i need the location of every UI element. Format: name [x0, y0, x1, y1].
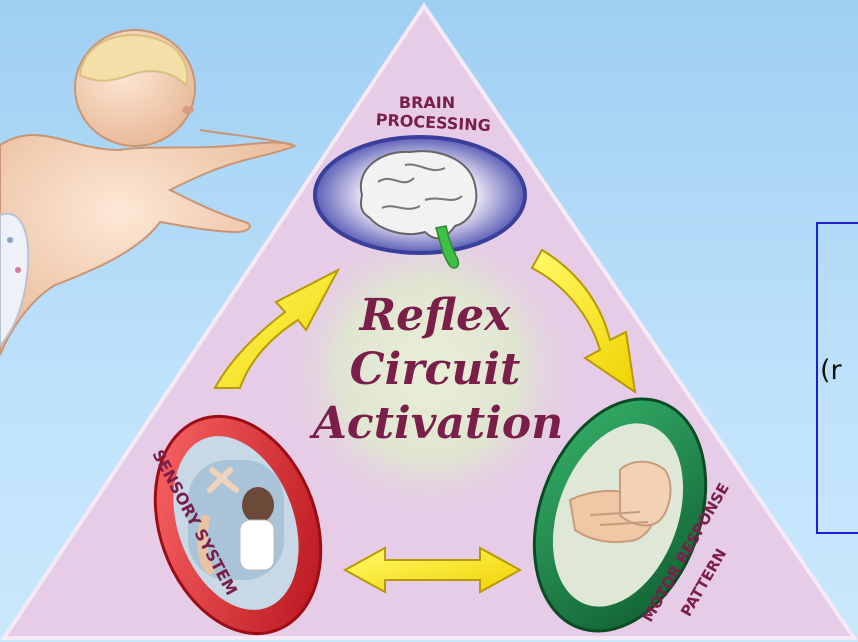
title-line-2: Circuit — [350, 344, 521, 395]
side-note-text: (r — [820, 355, 842, 386]
title-line-3: Activation — [309, 398, 563, 449]
brain-label-line-1: BRAIN — [399, 93, 455, 112]
title-line-1: Reflex — [358, 290, 512, 341]
